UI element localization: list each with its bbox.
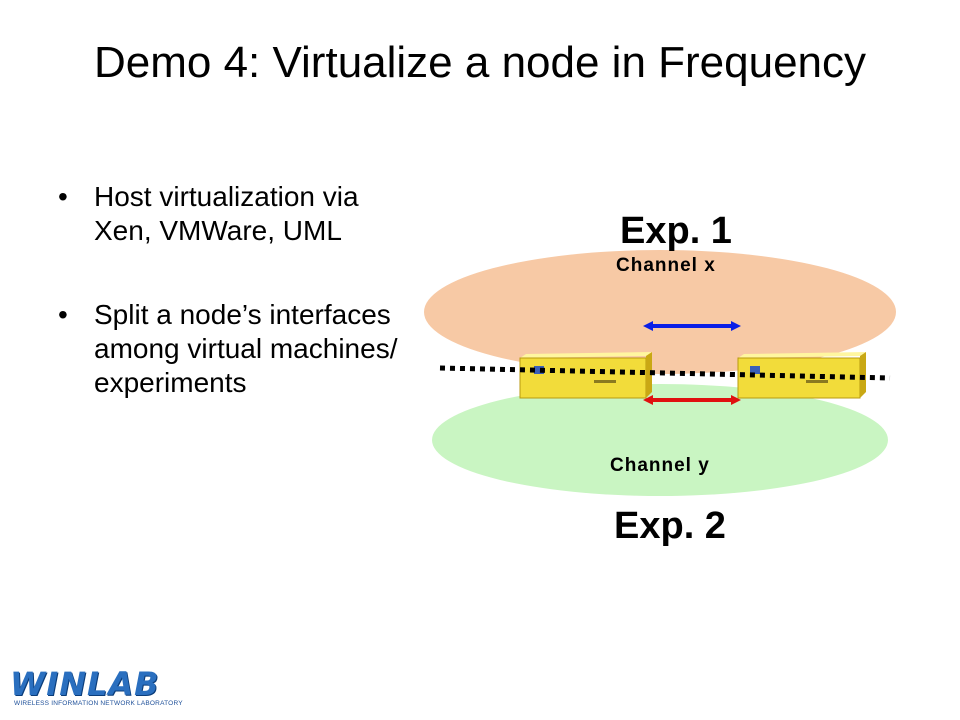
exp1-region xyxy=(424,250,896,374)
bullet-list: Host virtualization via Xen, VMWare, UML… xyxy=(58,180,418,400)
bullet-split-interfaces: Split a node’s interfaces among virtual … xyxy=(58,298,418,400)
winlab-logo-tagline: WIRELESS INFORMATION NETWORK LABORATORY xyxy=(14,700,183,707)
exp2-label: Exp. 2 xyxy=(614,505,726,547)
left-node xyxy=(519,352,652,399)
winlab-logo: WINLAB WIRELESS INFORMATION NETWORK LABO… xyxy=(10,665,183,712)
winlab-logo-word: WINLAB xyxy=(10,665,160,703)
channel-y-label: Channel y xyxy=(610,455,710,476)
bullet-host-virtualization: Host virtualization via Xen, VMWare, UML xyxy=(58,180,418,248)
slide-title: Demo 4: Virtualize a node in Frequency xyxy=(93,38,867,87)
exp2-region xyxy=(432,384,888,496)
channel-x-label: Channel x xyxy=(616,255,716,276)
exp1-label: Exp. 1 xyxy=(620,210,732,252)
